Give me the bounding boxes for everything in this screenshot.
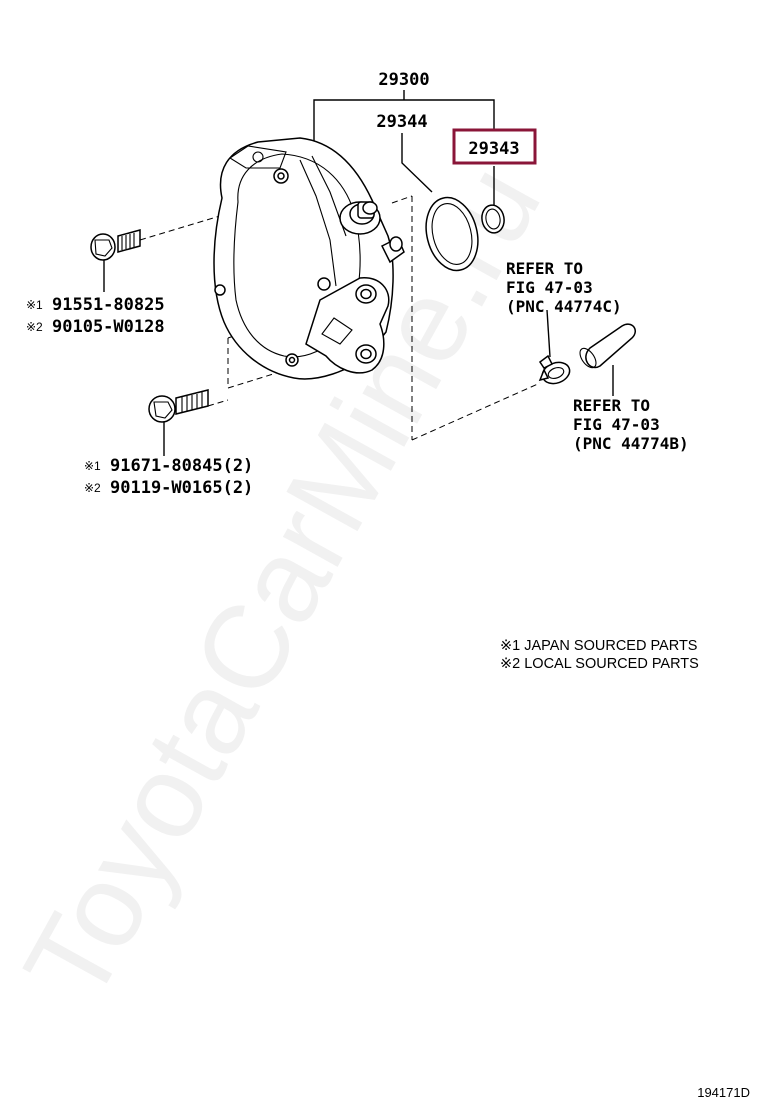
callout-assembly: 29300 <box>378 70 429 90</box>
refer-hose-line1: REFER TO <box>573 396 650 415</box>
oring-large <box>425 196 479 272</box>
legend: ※1 JAPAN SOURCED PARTS ※2 LOCAL SOURCED … <box>500 638 699 672</box>
refer-note-hose: REFER TO FIG 47-03 (PNC 44774B) <box>573 396 689 453</box>
bolt-upper <box>90 229 141 261</box>
part-number[interactable]: 90119-W0165(2) <box>110 478 253 498</box>
refer-clip-line1: REFER TO <box>506 259 583 278</box>
oring-small <box>481 204 505 234</box>
refer-clip-line3: (PNC 44774C) <box>506 297 622 316</box>
highlight-box <box>452 128 537 165</box>
refer-clip-line2[interactable]: FIG 47-03 <box>506 278 593 297</box>
bolt-lower <box>148 389 209 423</box>
mark-2: ※2 <box>84 481 101 495</box>
vacuum-pump-assembly <box>213 137 405 380</box>
bolt-upper-part-numbers: ※1 91551-80825 ※2 90105-W0128 <box>26 295 165 337</box>
drawing-number: 194171D <box>697 1085 750 1100</box>
part-number[interactable]: 91551-80825 <box>52 295 165 315</box>
legend-local: ※2 LOCAL SOURCED PARTS <box>500 656 699 672</box>
legend-japan: ※1 JAPAN SOURCED PARTS <box>500 638 697 654</box>
bolt-lower-part-numbers: ※1 91671-80845(2) ※2 90119-W0165(2) <box>84 456 253 498</box>
refer-hose-line3: (PNC 44774B) <box>573 434 689 453</box>
mark-1: ※1 <box>26 298 43 312</box>
part-number[interactable]: 90105-W0128 <box>52 317 165 337</box>
leader-clip <box>546 309 551 358</box>
hose-clip <box>538 354 571 385</box>
refer-hose-line2[interactable]: FIG 47-03 <box>573 415 660 434</box>
part-number[interactable]: 91671-80845(2) <box>110 456 253 476</box>
callout-oring-large: 29344 <box>376 112 427 132</box>
mark-1: ※1 <box>84 459 101 473</box>
refer-note-clip: REFER TO FIG 47-03 (PNC 44774C) <box>506 259 622 316</box>
assembly-bracket <box>313 90 495 150</box>
callout-oring-small[interactable]: 29343 <box>468 139 519 159</box>
leader-oring-large <box>401 133 433 193</box>
hose <box>579 323 636 369</box>
mark-2: ※2 <box>26 320 43 334</box>
